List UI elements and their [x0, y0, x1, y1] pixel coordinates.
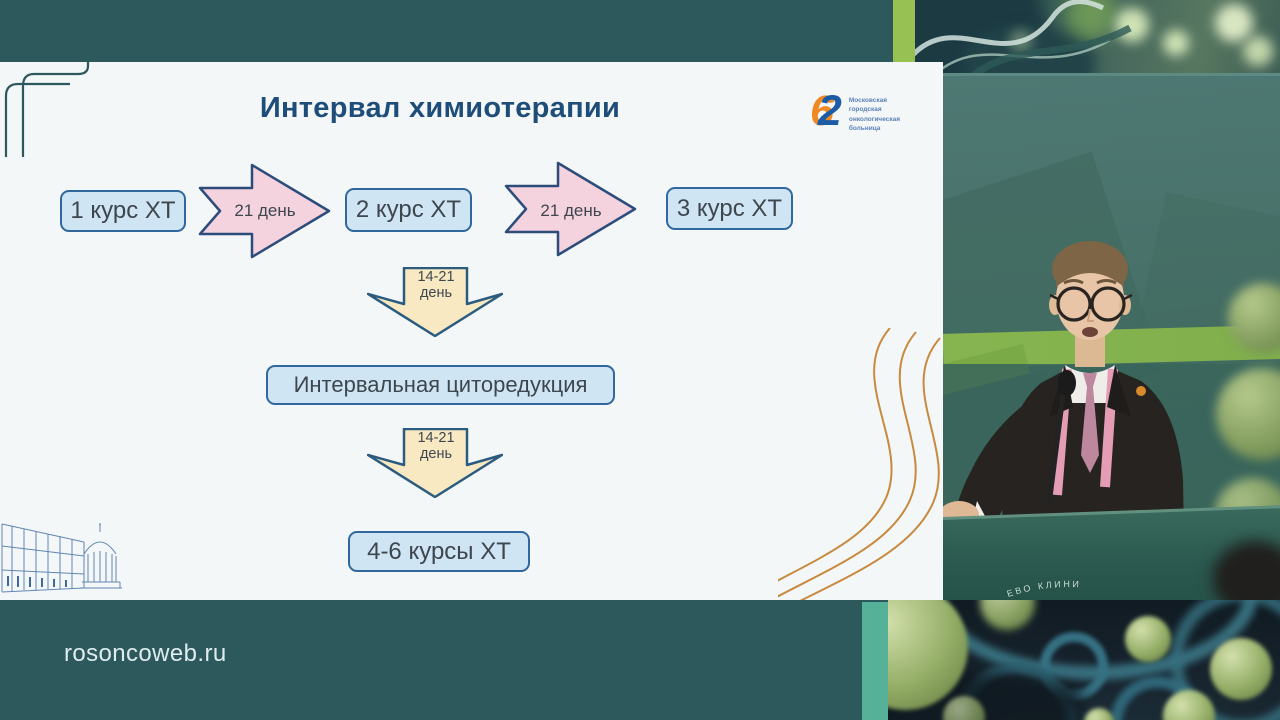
glasses-bridge: [1087, 298, 1095, 303]
building-sketch: [1, 523, 122, 593]
logo-org-line: онкологическая: [848, 115, 901, 123]
glasses-icon: [1056, 286, 1092, 322]
fc-box-courses-4-6: 4-6 курсы ХТ: [348, 531, 530, 572]
corner-curves-decoration: [4, 62, 90, 157]
nose: [1086, 308, 1094, 322]
bokeh-spot: [1065, 0, 1117, 40]
bokeh-spot: [1215, 4, 1253, 42]
hospital-62-logo: 6 2 Московская городская онкологическая …: [810, 90, 900, 134]
svg-text:ЕВО КЛИНИ: ЕВО КЛИНИ: [1006, 579, 1082, 599]
fc-box-course1: 1 курс ХТ: [60, 190, 186, 232]
podium-arc-text: ЕВО КЛИНИ: [1006, 579, 1080, 599]
neck: [1075, 335, 1105, 367]
suit-arm: [953, 391, 1051, 537]
contour-lines-decoration: [778, 328, 941, 600]
glasses-temples: [1049, 293, 1133, 301]
podium-logo-text: ЕВО КЛИНИ: [1006, 579, 1082, 599]
wire-curves-decoration: [915, 0, 1132, 73]
logo-62-icon: 6 2: [810, 90, 842, 133]
fc-arrow-right-2: [504, 161, 637, 257]
lapel-pin: [1136, 386, 1146, 396]
mint-accent-strip: [862, 602, 888, 720]
fc-box-interval-cytoreduction: Интервальная циторедукция: [266, 365, 615, 405]
logo-digit-6: 6: [810, 87, 834, 135]
logo-org-line: Московская: [848, 97, 888, 104]
fc-arrow-down-2: [367, 428, 503, 498]
logo-org-name: Московская городская онкологическая боль…: [849, 96, 900, 134]
green-sphere: [1210, 638, 1272, 700]
bokeh-spot: [1243, 36, 1273, 66]
green-sphere: [1084, 708, 1114, 720]
presentation-slide: Интервал химиотерапии 6 2 Московская гор…: [0, 62, 943, 600]
fc-box-course2: 2 курс ХТ: [345, 188, 472, 232]
tie: [1081, 373, 1099, 473]
glasses-icon: [1090, 286, 1126, 322]
microphone-icon: [1058, 370, 1076, 396]
fc-arrow-label: 14-21 день: [417, 430, 455, 462]
footer-site-url: rosoncoweb.ru: [64, 640, 227, 667]
suit-lapel: [1107, 365, 1131, 417]
hairline: [1056, 256, 1124, 287]
logo-digit-2: 2: [817, 87, 842, 135]
fc-box-course3: 3 курс ХТ: [666, 187, 793, 230]
microphone-stem: [1046, 394, 1066, 506]
green-accent-strip: [893, 0, 915, 73]
logo-org-line: больница: [848, 125, 881, 133]
molecule-decoration: [888, 600, 1280, 720]
mouth: [1082, 327, 1098, 337]
bokeh-spot: [1163, 30, 1189, 56]
fc-arrow-label: 21 день: [234, 201, 296, 220]
eyebrows: [1063, 279, 1117, 285]
fc-arrow-right-1: [198, 163, 331, 259]
video-top-edge: [943, 73, 1280, 76]
fc-arrow-down-1: [367, 267, 503, 337]
fc-arrow-label: 14-21 день: [417, 269, 455, 301]
slide-title: Интервал химиотерапии: [259, 92, 621, 124]
blurred-sphere: [1228, 283, 1280, 353]
fc-arrow-label: 21 день: [540, 201, 602, 220]
presenter-video: ЕВО КЛИНИ: [943, 73, 1280, 600]
top-photo-banner: [915, 0, 1280, 73]
logo-org-line: городская: [848, 106, 882, 114]
green-sphere: [1125, 616, 1171, 662]
